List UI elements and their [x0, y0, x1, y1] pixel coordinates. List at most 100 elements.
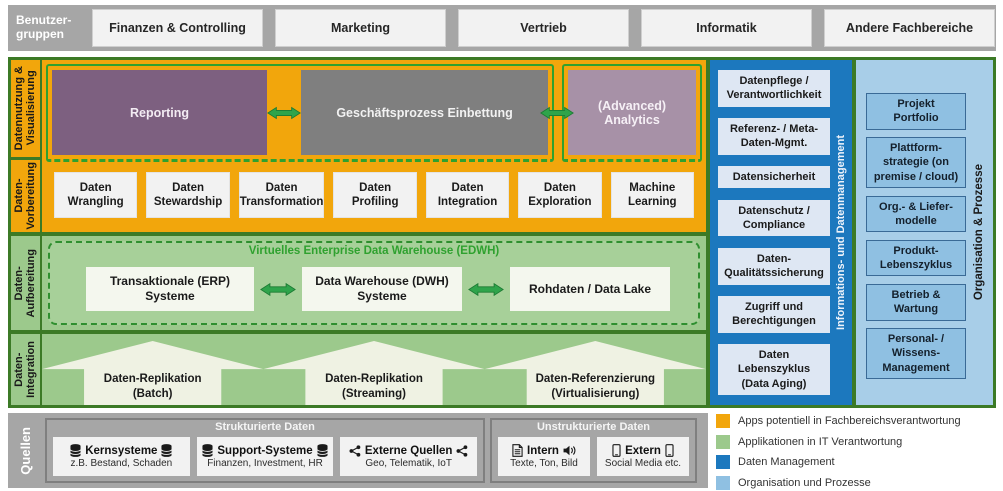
source-name: Kernsysteme: [85, 444, 158, 457]
share-nodes-icon: [456, 444, 468, 457]
source-box-support-systeme: Support-Systeme Finanzen, Investment, HR: [196, 437, 334, 476]
up-arrow-streaming: Daten-Replikation (Streaming): [263, 341, 485, 405]
double-arrow-icon: [537, 106, 577, 120]
dm-box-qualitaetssicherung: Daten- Qualitätssicherung: [718, 247, 830, 285]
layer-label-integration: Daten- Integration: [11, 334, 40, 405]
unstructured-data-group: Unstrukturierte Daten Intern Texte, Ton,…: [490, 418, 697, 483]
staging-panel: Virtuelles Enterprise Data Warehouse (ED…: [42, 236, 706, 330]
dm-box-lebenszyklus: Daten Lebenszyklus (Data Aging): [718, 344, 830, 395]
source-name: Externe Quellen: [364, 444, 453, 457]
smartphone-icon: [665, 444, 674, 457]
legend-swatch-blue: [716, 455, 730, 470]
source-box-extern: Extern Social Media etc.: [597, 437, 689, 476]
source-subtitle: Geo, Telematik, IoT: [365, 457, 452, 469]
database-icon: [316, 444, 328, 457]
layer-label-aufbereitung: Daten- Aufbereitung: [11, 236, 40, 330]
layer-label-vorbereitung: Daten- Vorbereitung: [11, 160, 40, 232]
op-box-wissensmanagement: Personal- / Wissens- Management: [866, 328, 966, 379]
prep-box-integration: Daten Integration: [425, 172, 510, 218]
prep-box-transformation: Daten Transformation: [238, 172, 325, 218]
system-box-dwh: Data Warehouse (DWH) Systeme: [302, 267, 462, 311]
visualization-gap: [540, 64, 574, 162]
database-icon: [70, 444, 82, 457]
system-box-data-lake: Rohdaten / Data Lake: [510, 267, 670, 311]
legend-swatch-orange: [716, 414, 730, 428]
data-management-column: Datenpflege / Verantwortlichkeit Referen…: [710, 60, 852, 405]
source-subtitle: Finanzen, Investment, HR: [207, 458, 323, 469]
dm-box-zugriff: Zugriff und Berechtigungen: [718, 296, 830, 333]
legend-swatch-light-blue: [716, 475, 730, 490]
source-box-externe-quellen: Externe Quellen Geo, Telematik, IoT: [340, 437, 478, 476]
dm-box-referenz-meta: Referenz- / Meta- Daten-Mgmt.: [718, 118, 830, 155]
op-box-liefermodelle: Org.- & Liefer- modelle: [866, 195, 966, 233]
visualization-preparation-panel: Reporting Geschäftsprozess Einbettung (A…: [42, 60, 706, 232]
app-box-advanced-analytics: (Advanced) Analytics: [568, 70, 696, 155]
user-group-finanzen: Finanzen & Controlling: [92, 9, 263, 47]
integration-panel: Daten-Replikation (Batch) Daten-Replikat…: [42, 334, 706, 405]
structured-data-title: Strukturierte Daten: [215, 421, 315, 433]
smartphone-icon: [612, 444, 621, 457]
visualization-group-right: (Advanced) Analytics: [562, 64, 702, 162]
prep-box-exploration: Daten Exploration: [518, 172, 602, 218]
sources-bar: Quellen Strukturierte Daten Kernsysteme …: [8, 413, 708, 488]
structured-data-group: Strukturierte Daten Kernsysteme z.B. Bes…: [45, 418, 485, 483]
op-box-produkt-lebenszyklus: Produkt- Lebenszyklus: [866, 239, 966, 277]
database-icon: [161, 444, 173, 457]
dm-box-datenschutz: Datenschutz / Compliance: [718, 199, 830, 237]
edwh-title: Virtuelles Enterprise Data Warehouse (ED…: [248, 245, 500, 257]
legend-item-organisation: Organisation und Prozesse: [716, 475, 1003, 490]
system-box-erp: Transaktionale (ERP) Systeme: [86, 267, 254, 311]
app-box-geschaeftsprozess: Geschäftsprozess Einbettung: [301, 70, 548, 155]
user-group-marketing: Marketing: [275, 9, 446, 47]
source-subtitle: Texte, Ton, Bild: [510, 458, 578, 469]
double-arrow-icon: [462, 282, 510, 297]
sources-rotated-label: Quellen: [17, 426, 33, 475]
source-subtitle: z.B. Bestand, Schaden: [70, 458, 173, 469]
user-groups-bar: Benutzer- gruppen Finanzen & Controlling…: [8, 5, 996, 51]
prep-box-profiling: Daten Profiling: [333, 172, 417, 218]
org-processes-rotated-label: Organisation & Prozesse: [972, 164, 985, 301]
source-box-intern: Intern Texte, Ton, Bild: [498, 437, 590, 476]
unstructured-data-title: Unstrukturierte Daten: [536, 421, 651, 433]
source-name: Intern: [527, 444, 559, 457]
visualization-group-left: Reporting Geschäftsprozess Einbettung: [46, 64, 554, 162]
legend-swatch-green: [716, 434, 730, 449]
edwh-dashed-box: Virtuelles Enterprise Data Warehouse (ED…: [48, 241, 700, 325]
double-arrow-icon: [267, 106, 301, 120]
user-group-informatik: Informatik: [641, 9, 812, 47]
database-icon: [202, 444, 214, 457]
edwh-systems-row: Transaktionale (ERP) Systeme Data Wareho…: [86, 266, 670, 312]
preparation-row: Daten Wrangling Daten Stewardship Daten …: [54, 172, 694, 218]
user-groups-label: Benutzer- gruppen: [16, 13, 72, 41]
app-box-reporting: Reporting: [52, 70, 268, 155]
up-arrow-virtualisierung: Daten-Referenzierung (Virtualisierung): [484, 341, 706, 405]
visualization-row: Reporting Geschäftsprozess Einbettung (A…: [46, 64, 702, 162]
prep-box-machine-learning: Machine Learning: [610, 172, 694, 218]
share-nodes-icon: [349, 444, 361, 457]
source-subtitle: Social Media etc.: [604, 458, 682, 469]
up-arrow-batch: Daten-Replikation (Batch): [42, 341, 264, 405]
op-box-projekt-portfolio: Projekt Portfolio: [866, 93, 966, 130]
dm-box-datenpflege: Datenpflege / Verantwortlichkeit: [718, 70, 830, 107]
org-processes-column: Projekt Portfolio Plattform- strategie (…: [856, 60, 993, 405]
op-box-betrieb-wartung: Betrieb & Wartung: [866, 283, 966, 321]
user-group-andere: Andere Fachbereiche: [824, 9, 995, 47]
source-name: Extern: [625, 444, 661, 457]
speaker-icon: [563, 445, 576, 456]
document-icon: [512, 444, 523, 457]
source-name: Support-Systeme: [217, 444, 313, 457]
user-group-vertrieb: Vertrieb: [458, 9, 629, 47]
double-arrow-icon: [254, 282, 302, 297]
data-management-boxes: Datenpflege / Verantwortlichkeit Referen…: [718, 70, 830, 395]
layer-label-datennutzung: Datennutzung & Visualisierung: [11, 60, 40, 157]
source-box-kernsysteme: Kernsysteme z.B. Bestand, Schaden: [53, 437, 190, 476]
legend-item-applikationen: Applikationen in IT Verantwortung: [716, 434, 1003, 449]
legend-item-daten-management: Daten Management: [716, 455, 1003, 470]
prep-box-stewardship: Daten Stewardship: [146, 172, 230, 218]
legend: Apps potentiell in Fachbereichsverantwor…: [716, 414, 1003, 490]
main-frame: Datennutzung & Visualisierung Daten- Vor…: [8, 57, 996, 408]
org-processes-boxes: Projekt Portfolio Plattform- strategie (…: [866, 93, 966, 379]
prep-box-wrangling: Daten Wrangling: [54, 172, 138, 218]
data-management-rotated-label: Informations- und Datenmanagement: [834, 135, 847, 330]
